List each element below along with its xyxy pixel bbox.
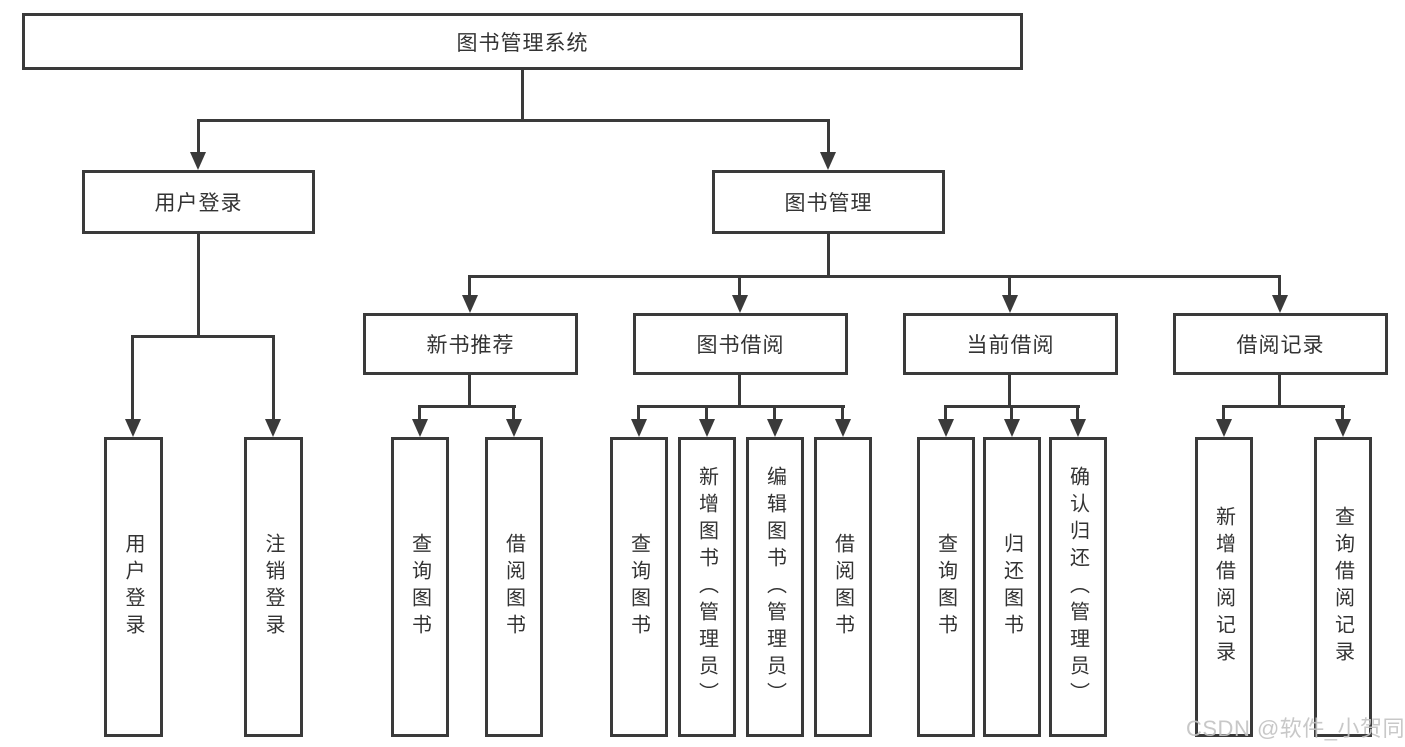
connector-line — [521, 69, 524, 122]
arrowhead-icon — [699, 419, 715, 437]
connector-line — [1222, 405, 1345, 408]
node-user-login: 用户登录 — [82, 170, 315, 234]
connector-line — [197, 119, 830, 122]
arrowhead-icon — [1002, 295, 1018, 313]
node-confirm-return-admin: 确认归还（管理员） — [1049, 437, 1107, 737]
arrowhead-icon — [631, 419, 647, 437]
connector-line — [1341, 405, 1344, 421]
node-logout-leaf: 注销登录 — [244, 437, 303, 737]
arrowhead-icon — [125, 419, 141, 437]
connector-line — [637, 405, 640, 421]
node-user-login-leaf: 用户登录 — [104, 437, 163, 737]
node-new-book-recommendation: 新书推荐 — [363, 313, 578, 375]
connector-line — [738, 375, 741, 408]
connector-line — [131, 335, 275, 338]
connector-line — [1008, 275, 1011, 297]
connector-line — [468, 275, 1281, 278]
node-return-book: 归还图书 — [983, 437, 1041, 737]
node-edit-book-admin: 编辑图书（管理员） — [746, 437, 804, 737]
arrowhead-icon — [462, 295, 478, 313]
arrowhead-icon — [1070, 419, 1086, 437]
node-book-management: 图书管理 — [712, 170, 945, 234]
node-add-book-admin: 新增图书（管理员） — [678, 437, 736, 737]
node-query-books-recommend: 查询图书 — [391, 437, 449, 737]
arrowhead-icon — [1004, 419, 1020, 437]
connector-line — [197, 119, 200, 155]
node-query-books-borrowing: 查询图书 — [610, 437, 668, 737]
arrowhead-icon — [265, 419, 281, 437]
arrowhead-icon — [506, 419, 522, 437]
node-borrow-books-recommend: 借阅图书 — [485, 437, 543, 737]
connector-line — [705, 405, 708, 421]
connector-line — [637, 405, 845, 408]
node-borrow-books-borrowing: 借阅图书 — [814, 437, 872, 737]
arrowhead-icon — [732, 295, 748, 313]
connector-line — [773, 405, 776, 421]
connector-line — [131, 335, 134, 421]
connector-line — [841, 405, 844, 421]
node-query-books-current: 查询图书 — [917, 437, 975, 737]
connector-line — [418, 405, 516, 408]
connector-line — [1278, 375, 1281, 408]
connector-line — [197, 234, 200, 337]
arrowhead-icon — [938, 419, 954, 437]
arrowhead-icon — [412, 419, 428, 437]
connector-line — [468, 275, 471, 297]
connector-line — [1008, 375, 1011, 408]
node-book-management-system: 图书管理系统 — [22, 13, 1023, 70]
arrowhead-icon — [820, 152, 836, 170]
node-query-borrow-record: 查询借阅记录 — [1314, 437, 1372, 737]
node-borrowing-records: 借阅记录 — [1173, 313, 1388, 375]
connector-line — [512, 405, 515, 421]
connector-line — [827, 119, 830, 155]
arrowhead-icon — [835, 419, 851, 437]
connector-line — [944, 405, 947, 421]
arrowhead-icon — [1272, 295, 1288, 313]
connector-line — [1010, 405, 1013, 421]
arrowhead-icon — [1216, 419, 1232, 437]
node-add-borrow-record: 新增借阅记录 — [1195, 437, 1253, 737]
csdn-watermark: CSDN @软件_小贺同学 — [1186, 716, 1405, 741]
connector-line — [468, 375, 471, 408]
connector-line — [1222, 405, 1225, 421]
connector-line — [738, 275, 741, 297]
node-current-borrowing: 当前借阅 — [903, 313, 1118, 375]
arrowhead-icon — [767, 419, 783, 437]
connector-line — [272, 335, 275, 421]
arrowhead-icon — [1335, 419, 1351, 437]
connector-line — [827, 234, 830, 278]
node-book-borrowing: 图书借阅 — [633, 313, 848, 375]
connector-line — [418, 405, 421, 421]
connector-line — [1076, 405, 1079, 421]
connector-line — [1278, 275, 1281, 297]
arrowhead-icon — [190, 152, 206, 170]
